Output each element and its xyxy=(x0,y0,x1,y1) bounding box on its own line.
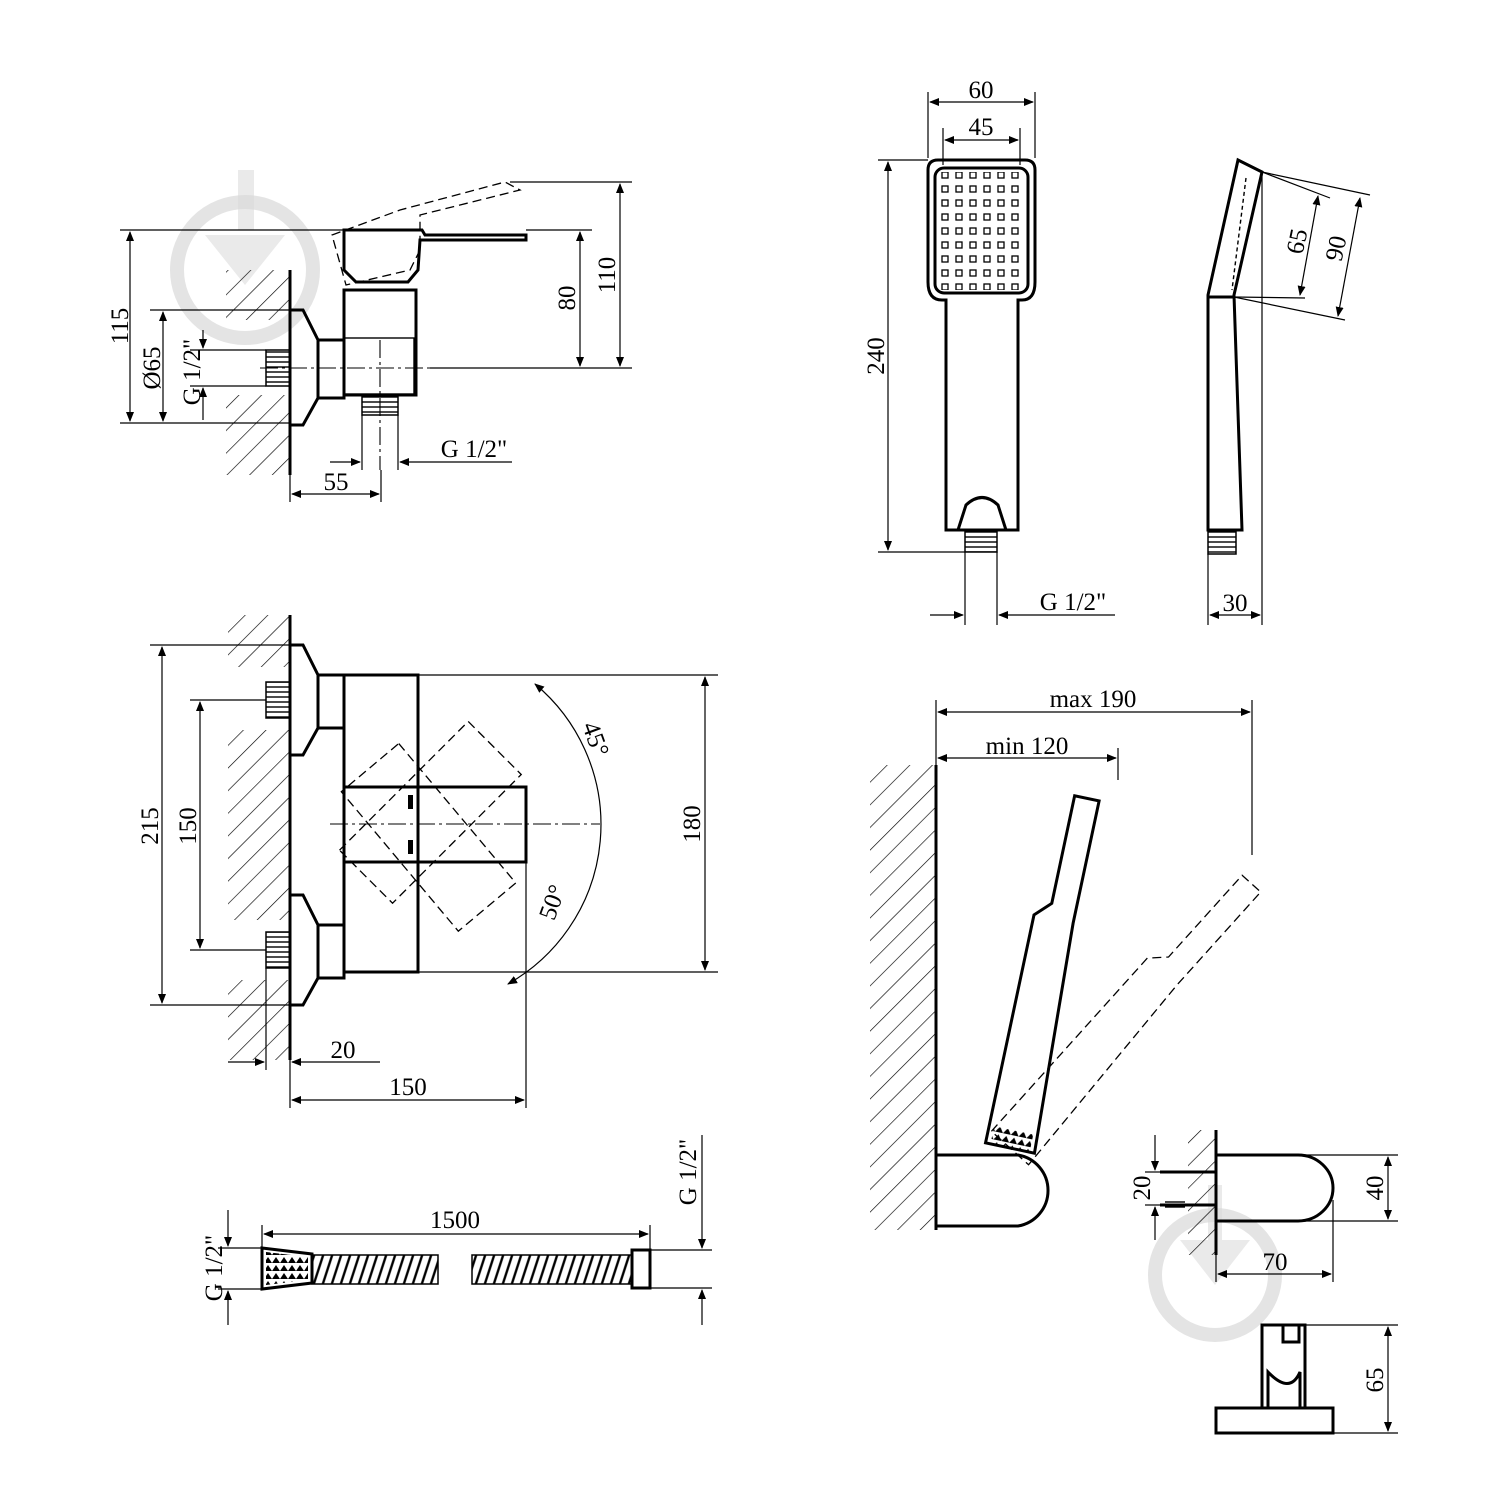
dim-min-120: min 120 xyxy=(986,733,1069,760)
dim-240: 240 xyxy=(863,337,890,375)
dim-shower-thread: G 1/2" xyxy=(1040,589,1106,616)
dim-hose-thread-right: G 1/2" xyxy=(675,1139,702,1205)
dim-150-vertical: 150 xyxy=(175,807,202,845)
dim-20-bracket: 20 xyxy=(1129,1176,1156,1201)
holder-dimensions: max 190 min 120 xyxy=(935,686,1253,855)
dim-max-190: max 190 xyxy=(1050,686,1137,713)
dim-80: 80 xyxy=(554,286,581,311)
dim-55: 55 xyxy=(324,469,349,496)
angle-50: 50° xyxy=(534,881,571,923)
dim-1500: 1500 xyxy=(430,1207,480,1234)
dim-110: 110 xyxy=(594,257,621,294)
hand-shower-side-dimensions: 65 90 30 xyxy=(1207,171,1371,625)
dim-60: 60 xyxy=(969,77,994,104)
watermark-logo-top xyxy=(170,170,320,345)
mixer-front-view xyxy=(228,615,602,1060)
hand-shower-side-view xyxy=(1206,157,1264,555)
dim-30-side: 30 xyxy=(1223,590,1248,617)
dim-hose-thread-left: G 1/2" xyxy=(201,1235,228,1301)
dim-150-horizontal: 150 xyxy=(389,1074,427,1101)
dim-90-side: 90 xyxy=(1321,233,1353,263)
wall-bracket-side xyxy=(1160,1130,1335,1255)
dim-thread-left: G 1/2" xyxy=(179,339,206,405)
hand-shower-front-view xyxy=(926,158,1037,553)
dim-115: 115 xyxy=(107,308,134,345)
hose-dimensions: 1500 G 1/2" G 1/2" xyxy=(201,1135,712,1325)
dim-65-bracket: 65 xyxy=(1362,1368,1389,1393)
hand-shower-front-dimensions: 60 45 240 G 1/2" xyxy=(863,77,1115,625)
dim-215: 215 xyxy=(137,807,164,845)
dim-180: 180 xyxy=(679,805,706,843)
mixer-side-view xyxy=(226,181,528,475)
dim-40-bracket: 40 xyxy=(1362,1176,1389,1201)
dim-65-side: 65 xyxy=(1282,226,1314,256)
shower-holder-assembly xyxy=(870,765,1262,1230)
mixer-side-dimensions: 115 Ø65 G 1/2" 80 110 55 G 1/2" xyxy=(107,181,632,502)
dim-70-bracket: 70 xyxy=(1263,1249,1288,1276)
mixer-front-dimensions: 215 150 180 45° 50° 20 150 xyxy=(137,644,718,1108)
bracket-front-dimensions: 65 xyxy=(1305,1324,1398,1434)
wall-bracket-front xyxy=(1214,1323,1335,1435)
shower-hose xyxy=(260,1246,652,1291)
dim-d65: Ø65 xyxy=(139,346,166,389)
bracket-dimensions: 20 40 70 xyxy=(1129,1135,1398,1282)
dim-outlet-thread: G 1/2" xyxy=(441,436,507,463)
angle-45: 45° xyxy=(576,718,613,760)
dim-45: 45 xyxy=(969,114,994,141)
dim-20-front: 20 xyxy=(331,1037,356,1064)
